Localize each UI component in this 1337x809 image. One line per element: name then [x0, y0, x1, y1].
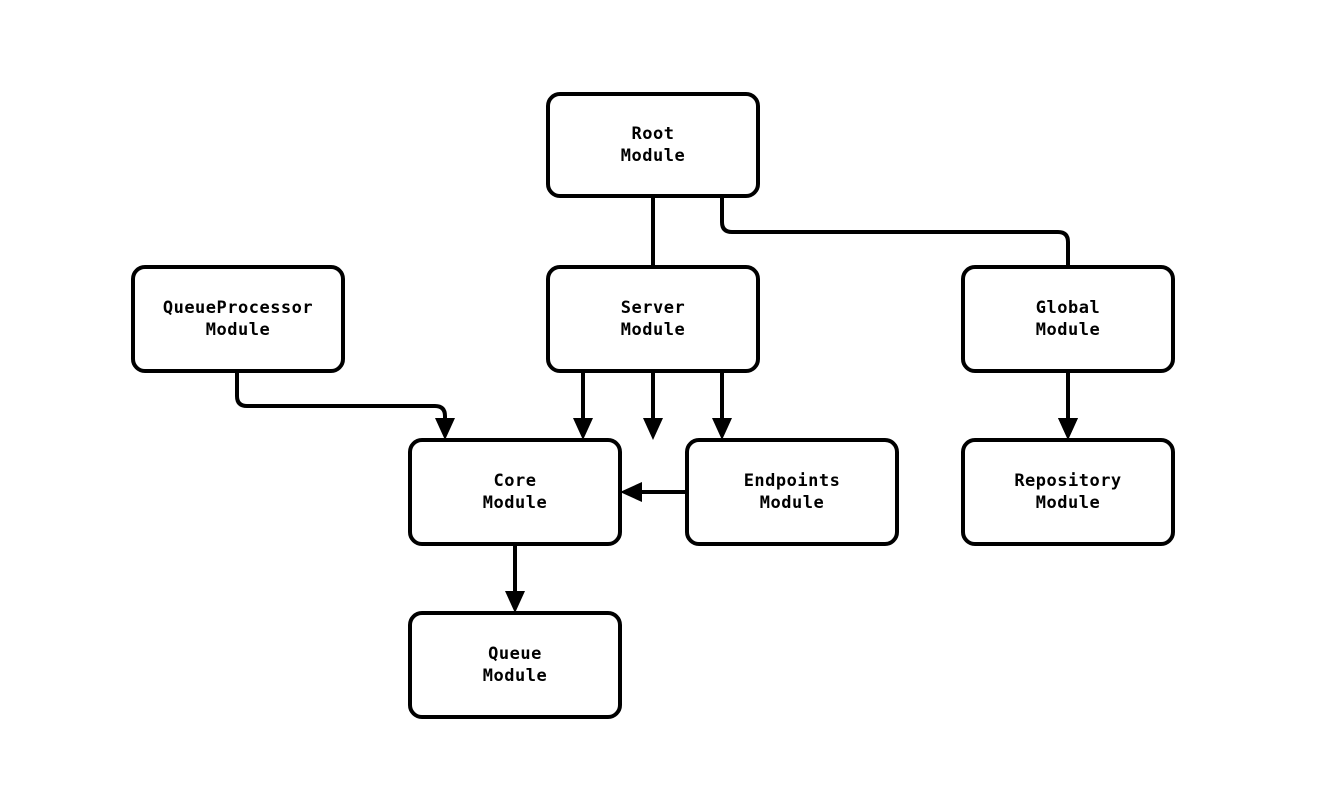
node-label-line2-queue: Module [483, 666, 547, 686]
edge-line [235, 371, 447, 424]
arrowhead-icon [573, 418, 593, 440]
arrowhead-icon [620, 482, 642, 502]
node-label-line1-server: Server [621, 298, 685, 318]
node-label-line1-queueprocessor: QueueProcessor [163, 298, 313, 318]
node-label-line2-server: Module [621, 320, 685, 340]
node-box-queue[interactable] [408, 611, 622, 719]
node-label-line2-core: Module [483, 493, 547, 513]
node-label-line2-repository: Module [1036, 493, 1100, 513]
edges-layer [235, 196, 1078, 613]
node-label-line1-core: Core [494, 471, 537, 491]
node-label-line2-root: Module [621, 146, 685, 166]
edge-server-to-endpoints [712, 371, 732, 440]
node-label-line1-root: Root [632, 124, 675, 144]
edge-endpoints-to-core [620, 482, 687, 502]
node-box-root[interactable] [546, 92, 760, 198]
node-box-queueprocessor[interactable] [131, 265, 345, 373]
node-label-line1-global: Global [1036, 298, 1100, 318]
node-box-repository[interactable] [961, 438, 1175, 546]
edge-global-to-repository [1058, 371, 1078, 440]
node-box-core[interactable] [408, 438, 622, 546]
node-label-line1-queue: Queue [488, 644, 542, 664]
node-box-server[interactable] [546, 265, 760, 373]
arrowhead-icon [643, 418, 663, 440]
node-box-endpoints[interactable] [685, 438, 899, 546]
node-label-line1-repository: Repository [1014, 471, 1121, 491]
node-box-global[interactable] [961, 265, 1175, 373]
arrowhead-icon [1058, 418, 1078, 440]
arrowhead-icon [505, 591, 525, 613]
arrowhead-icon [712, 418, 732, 440]
node-label-line1-endpoints: Endpoints [744, 471, 841, 491]
node-label-line2-global: Module [1036, 320, 1100, 340]
nodes-layer: RootModuleQueueProcessorModuleServerModu… [131, 92, 1175, 719]
edge-server-to-core [573, 371, 593, 440]
edge-queueprocessor-to-core [235, 371, 455, 440]
edge-core-to-queue [505, 544, 525, 613]
arrowhead-icon [435, 418, 455, 440]
node-label-line2-endpoints: Module [760, 493, 824, 513]
edge-line [720, 196, 1070, 424]
node-label-line2-queueprocessor: Module [206, 320, 270, 340]
